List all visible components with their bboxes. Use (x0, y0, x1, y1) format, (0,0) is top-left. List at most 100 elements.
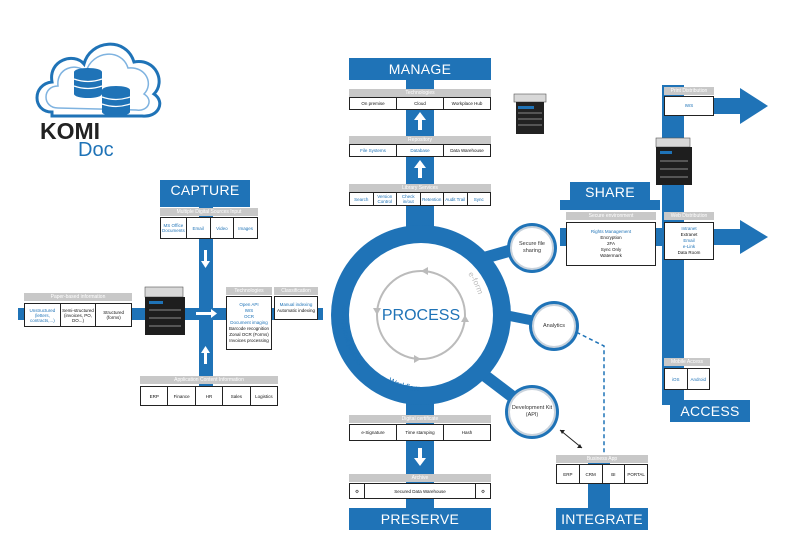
scanner-printer-icon (144, 286, 185, 335)
list-item: Semi-structured (invoices, PO, DO...) (61, 304, 97, 326)
list-item: Email (187, 218, 211, 238)
process-title: PROCESS (382, 307, 460, 324)
list-item: Open API (239, 302, 259, 307)
business-app-label: Business App (556, 455, 648, 463)
list-item: IWS (244, 308, 254, 313)
list-item: Barcode recognition (228, 326, 270, 331)
capture-sources-row: MS Office Documents Email Video Images (160, 217, 258, 239)
list-item: Email (683, 238, 695, 243)
list-item: OCR (244, 314, 254, 319)
manage-technologies-label: Technologies (349, 89, 491, 97)
capture-technologies-label: Technologies (226, 287, 272, 295)
manage-library-row: Search Version Control Check in/out Rete… (349, 192, 491, 206)
integrate-title: INTEGRATE (556, 508, 648, 530)
capture-technologies-box: Open API IWS OCR Document imaging Barcod… (226, 296, 272, 350)
list-item: Check in/out (397, 193, 421, 205)
cloud-database-logo-icon (35, 42, 162, 118)
list-item: Automatic indexing (276, 308, 316, 313)
web-distribution-label: Web Distribution (664, 212, 714, 220)
manage-title: MANAGE (349, 58, 491, 80)
list-item: Finance (168, 387, 196, 405)
bubble-development-kit: Development Kit (API) (508, 388, 556, 436)
manage-repository-label: Repository (349, 136, 491, 144)
bubble-analytics: Analytics (532, 304, 576, 348)
list-item: 2FA (606, 241, 615, 246)
list-item: Hash (461, 430, 473, 435)
manage-repository-row: File Systems Database Data Warehouse (349, 144, 491, 157)
mobile-access-row: iOS Android (664, 368, 710, 390)
list-item: iOS (665, 369, 688, 389)
list-item: Unstructured (letters, contracts,...) (25, 304, 61, 326)
preserve-archive-row: ⚙ Secured Data Warehouse ⚙ (349, 483, 491, 499)
list-item: Logistics (255, 393, 273, 399)
list-item: Android (690, 376, 706, 382)
list-item: File Systems (350, 145, 397, 156)
bubble-secure-file-sharing: Secure file sharing (510, 226, 554, 270)
list-item: Data Room (677, 250, 701, 255)
manage-technologies-row: On premise Cloud Workplace Hub (349, 97, 491, 110)
capture-title: CAPTURE (160, 180, 250, 201)
list-item: Invoices processing (229, 338, 269, 343)
business-app-row: ERP CRM BI PORTAL (556, 464, 648, 484)
list-item: BI (603, 465, 626, 483)
logo-text-komi: KOMI (40, 118, 101, 144)
list-item: Watermark (600, 253, 622, 258)
list-item: Rights Management (590, 229, 632, 234)
list-item: HR (196, 387, 224, 405)
list-item: Cloud (397, 98, 444, 109)
list-item: Sales (223, 387, 251, 405)
archive-gear-icon-left: ⚙ (350, 484, 365, 498)
share-title: SHARE (570, 182, 650, 202)
list-item: e-Link (682, 244, 696, 249)
print-distribution-label: Print Distribution (664, 87, 714, 95)
list-item: Sync (473, 196, 484, 202)
list-item: On premise (350, 98, 397, 109)
list-item: Encryption (600, 235, 622, 240)
list-item: CRM (580, 465, 603, 483)
list-item: Secured Data Warehouse (365, 484, 476, 498)
share-environment-box: Rights Management Encryption 2FA Sync On… (566, 222, 656, 266)
list-item: Audit Trail (444, 193, 468, 205)
list-item: e-Signature (350, 425, 397, 440)
list-item: PORTAL (627, 471, 645, 477)
printer-icon (513, 93, 547, 134)
list-item: Zonal OCR (Forms) (229, 332, 269, 337)
capture-application-row: ERP Finance HR Sales Logistics (140, 386, 278, 406)
capture-classification-box: Manual indexing Automatic indexing (274, 296, 318, 320)
capture-paper-label: Paper-based information (24, 293, 132, 301)
capture-application-label: Application Content Information (140, 376, 278, 384)
list-item: Database (397, 145, 444, 156)
list-item: Retention (421, 193, 444, 205)
list-item: ERP (557, 465, 580, 483)
capture-sources-label: Multiple Digital Sources Input (160, 208, 258, 216)
list-item: Sync Only (600, 247, 622, 252)
preserve-title: PRESERVE (349, 508, 491, 530)
logo-text-doc: Doc (78, 139, 114, 161)
archive-gear-icon-right: ⚙ (480, 488, 486, 494)
manage-library-label: Library Services (349, 184, 491, 192)
preserve-certificate-label: Digital certificate (349, 415, 491, 423)
list-item: Workplace Hub (451, 101, 483, 106)
list-item: Search (350, 193, 374, 205)
list-item: Intranet (681, 226, 697, 231)
list-item: Extranet (680, 232, 698, 237)
list-item: Document imaging (230, 320, 268, 325)
list-item: Video (211, 218, 235, 238)
access-printer-icon (655, 137, 692, 185)
web-distribution-box: Intranet Extranet Email e-Link Data Room (664, 222, 714, 260)
print-distribution-box: IWS (664, 96, 714, 116)
preserve-certificate-row: e-Signature Time stamping Hash (349, 424, 491, 441)
capture-classification-label: Classification (274, 287, 318, 295)
share-environment-label: Secure environment (566, 212, 656, 220)
list-item: Manual indexing (279, 302, 313, 307)
mobile-access-label: Mobile Access (664, 358, 710, 366)
list-item: Images (238, 225, 253, 231)
list-item: Time stamping (397, 425, 444, 440)
preserve-archive-label: Archive (349, 474, 491, 482)
list-item: MS Office Documents (161, 218, 187, 238)
list-item: ERP (141, 387, 169, 405)
list-item: Structured (forms) (103, 310, 125, 320)
list-item: IWS (684, 103, 694, 108)
list-item: Version Control (374, 193, 397, 205)
capture-paper-row: Unstructured (letters, contracts,...) Se… (24, 303, 132, 327)
